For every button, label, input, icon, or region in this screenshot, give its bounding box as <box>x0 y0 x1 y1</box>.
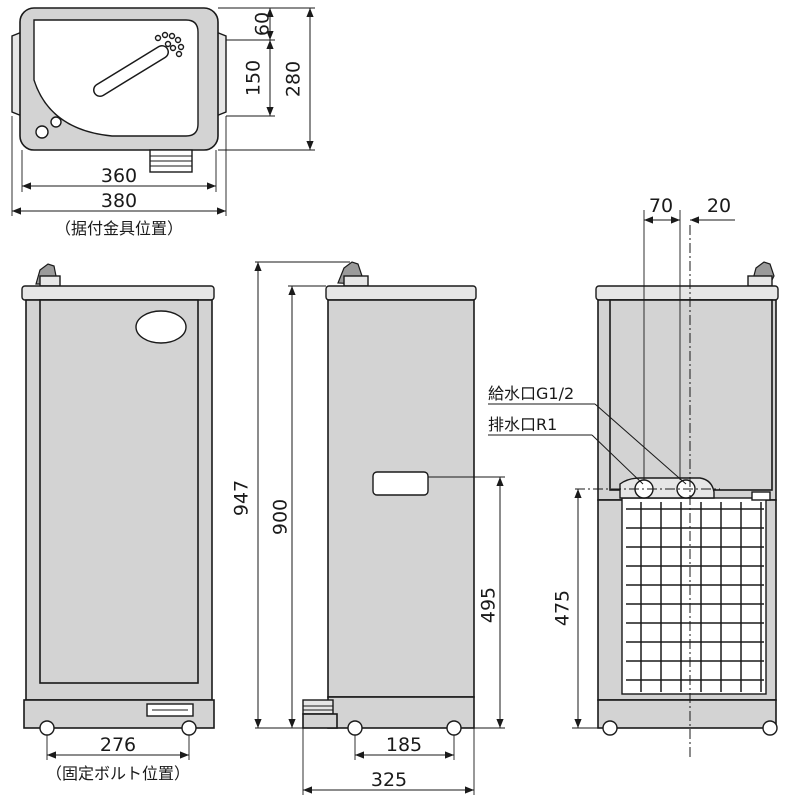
front-view: 276 （固定ボルト位置） <box>21 263 215 783</box>
nameplate <box>135 310 187 344</box>
rear-foot-right <box>762 720 778 736</box>
supply-port-label: 給水口G1/2 <box>488 384 574 403</box>
side-cabinet <box>327 299 475 698</box>
dim-60: 60 <box>252 12 274 36</box>
foot-left <box>39 720 55 736</box>
rear-top-rim <box>595 285 779 301</box>
mount-bracket-note: （据付金具位置） <box>55 219 183 238</box>
front-top-rim <box>21 285 215 301</box>
dim-495: 495 <box>478 587 500 623</box>
side-foot-left <box>347 720 363 736</box>
faucet-icon <box>35 263 61 287</box>
dim-20: 20 <box>707 195 731 217</box>
dim-70: 70 <box>649 195 673 217</box>
rear-upper-panel <box>609 299 773 491</box>
dim-150: 150 <box>243 60 265 96</box>
dim-475: 475 <box>552 590 574 626</box>
dim-325: 325 <box>371 769 407 791</box>
dim-276: 276 <box>100 734 136 756</box>
rear-foot-left <box>602 720 618 736</box>
rear-view: 70 20 475 給水口G1/2 排水口R1 <box>488 195 779 760</box>
drain-slot <box>93 45 169 97</box>
bubbler-nozzle-icon <box>154 31 185 58</box>
drain-port-label: 排水口R1 <box>488 415 557 434</box>
rear-small-bracket <box>751 491 771 501</box>
dim-947: 947 <box>231 480 253 516</box>
top-view: 60 150 280 360 380 （据付金具位置） <box>11 7 315 238</box>
front-door-panel <box>39 299 199 684</box>
foot-pedal <box>302 699 338 729</box>
condenser-grille <box>626 502 764 692</box>
dim-280: 280 <box>283 61 305 97</box>
side-handle <box>372 471 429 496</box>
side-faucet-icon <box>337 261 369 287</box>
knob-2-icon <box>50 116 62 128</box>
side-view: 947 900 495 185 325 <box>231 261 505 795</box>
knob-1-icon <box>35 125 49 139</box>
rear-faucet-icon <box>747 261 775 287</box>
foot-right <box>181 720 197 736</box>
dim-360: 360 <box>101 165 137 187</box>
dim-900: 900 <box>270 499 292 535</box>
dim-185: 185 <box>386 734 422 756</box>
side-foot-right <box>446 720 462 736</box>
fixing-bolt-note: （固定ボルト位置） <box>46 764 190 783</box>
rear-base <box>597 699 777 729</box>
dim-380: 380 <box>101 190 137 212</box>
side-top-rim <box>325 285 477 301</box>
pipe-plate <box>619 477 715 499</box>
